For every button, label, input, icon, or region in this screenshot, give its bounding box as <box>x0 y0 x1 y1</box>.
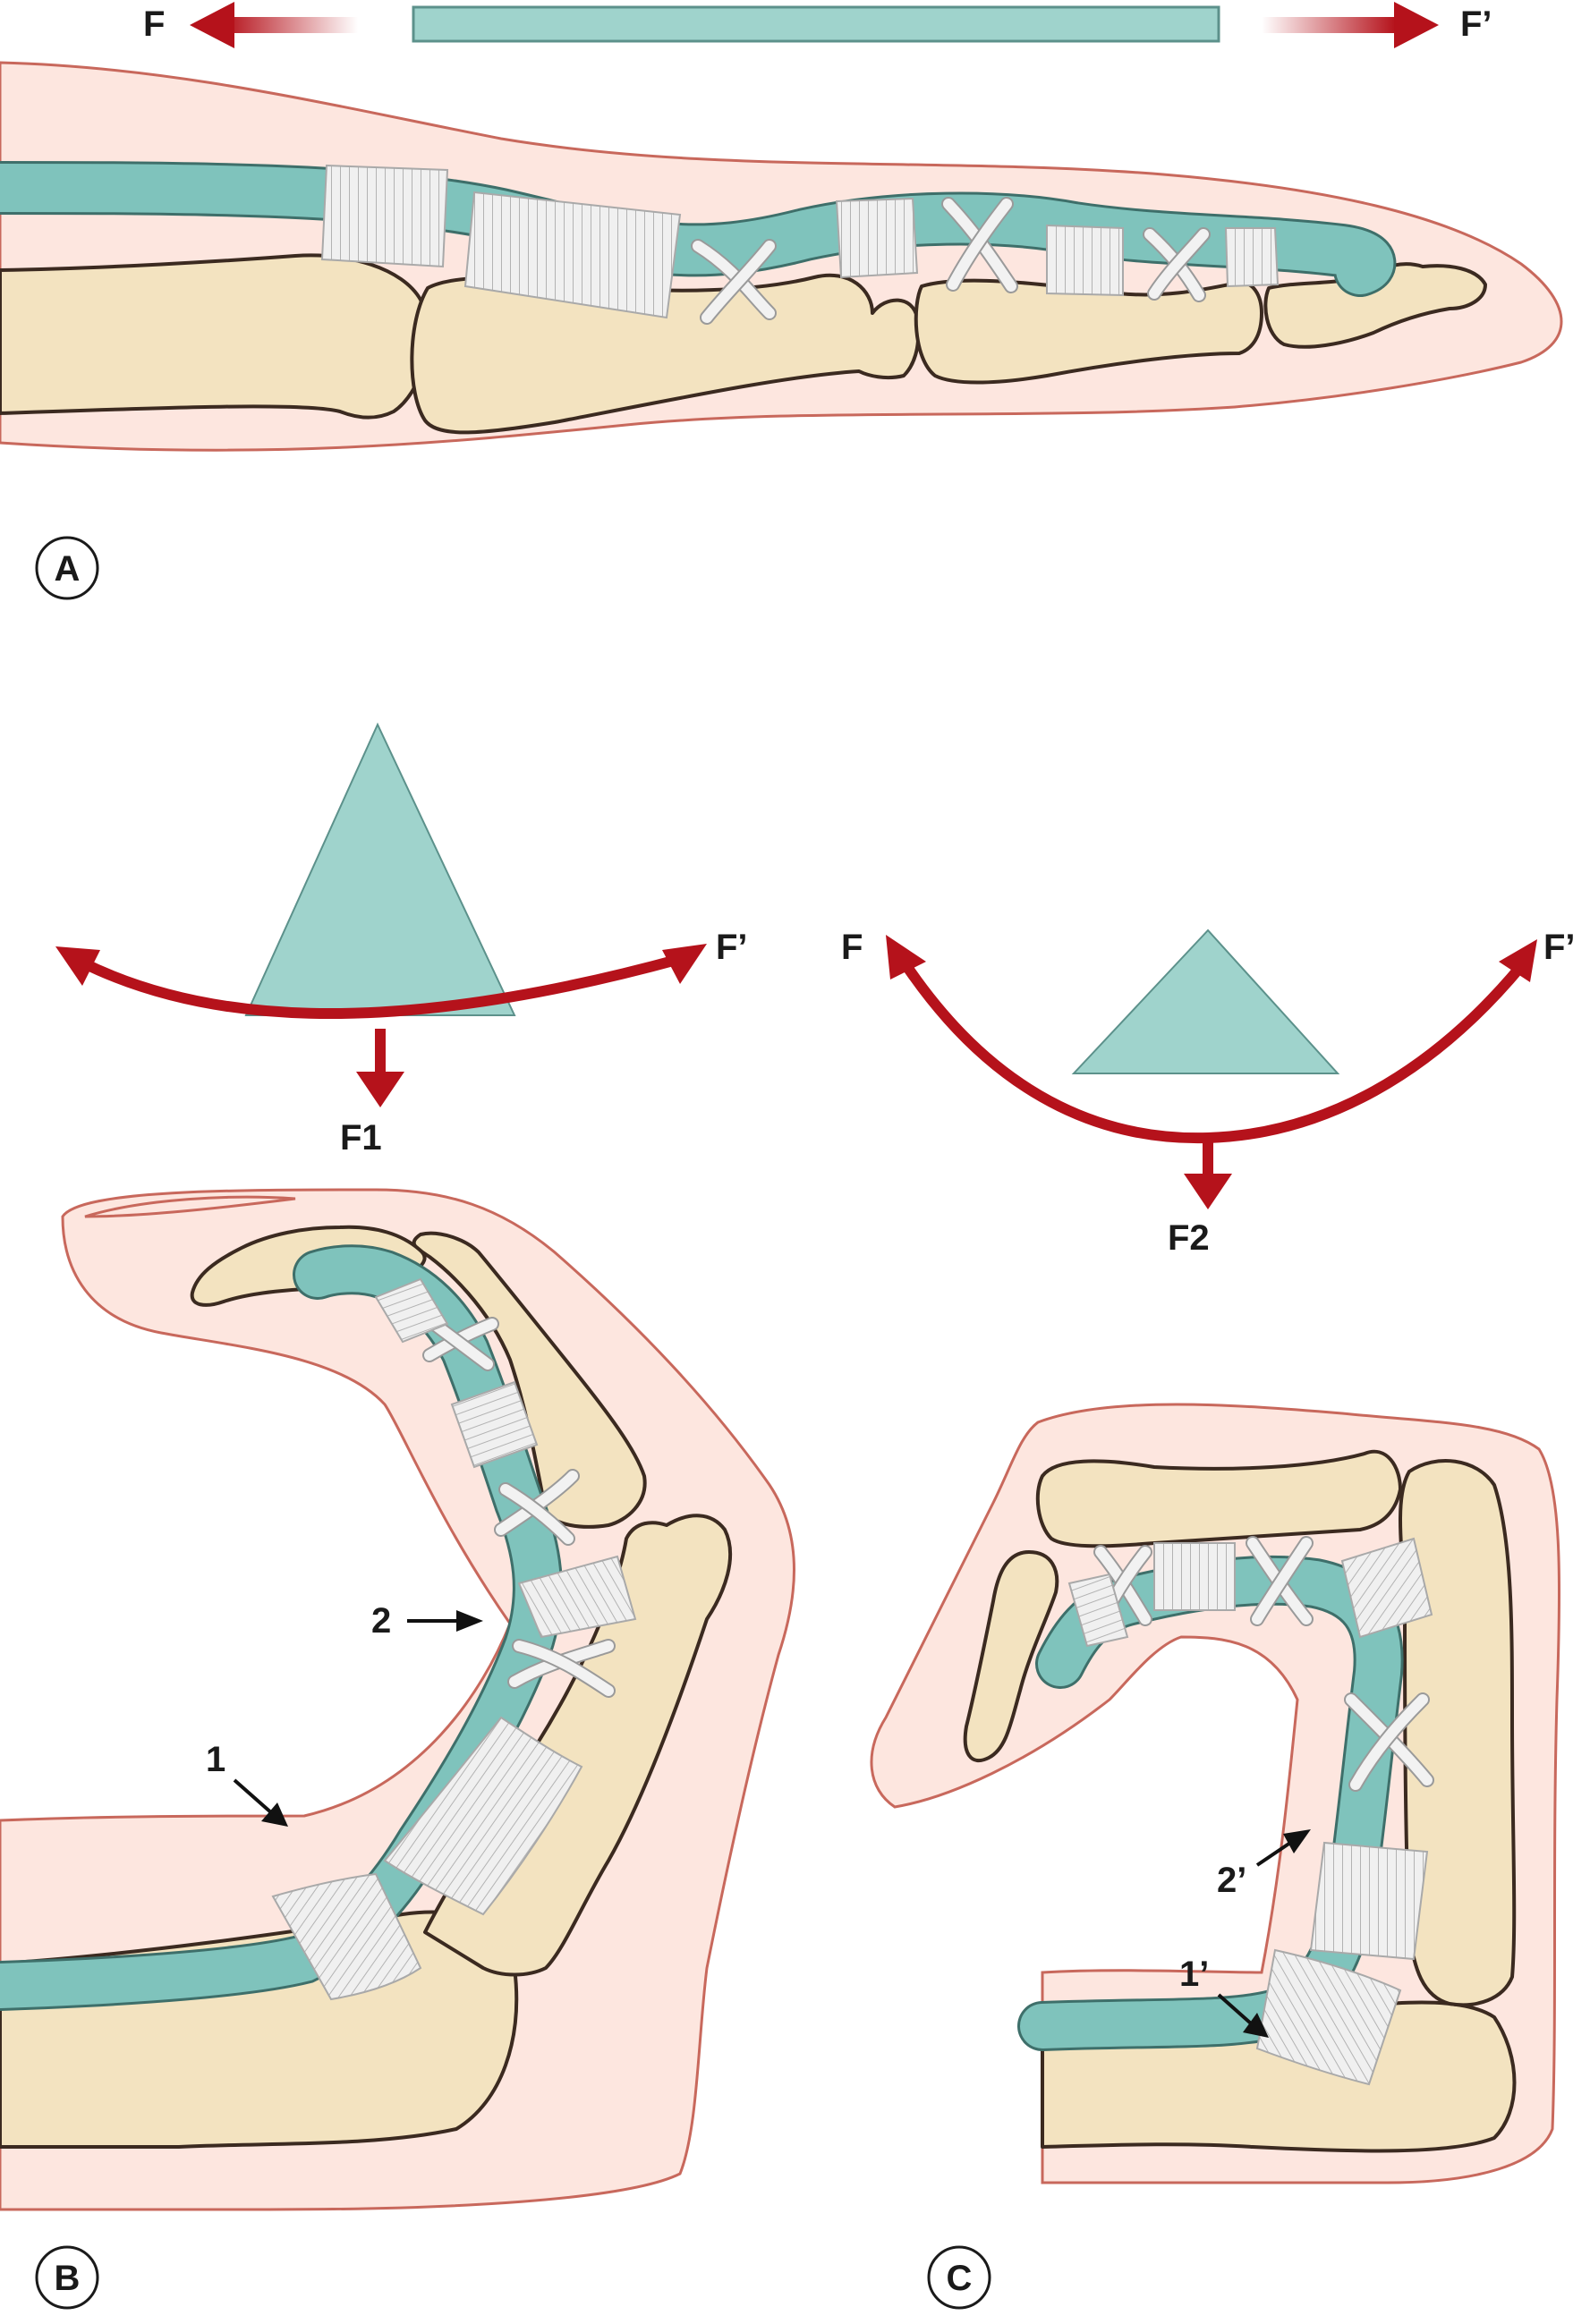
panel-c-force-right-label: F’ <box>1543 928 1576 967</box>
panel-c-arrow-2-head <box>1283 1829 1311 1853</box>
panel-a-force-left-label: F <box>143 4 165 44</box>
panel-b-resultant-label: F1 <box>340 1118 382 1158</box>
panel-c-letter: C <box>947 2259 973 2298</box>
panel-b-label-2: 2 <box>371 1601 391 1641</box>
panel-b-force-right-head <box>662 944 707 984</box>
pulley-b-a2 <box>383 1716 583 1916</box>
panel-c-resultant-head <box>1184 1174 1232 1209</box>
panel-c-resultant-label: F2 <box>1168 1218 1210 1258</box>
panel-a-force-right-label: F’ <box>1460 4 1492 44</box>
panel-c-force-right-head <box>1499 939 1537 982</box>
panel-c-force-curve <box>898 956 1526 1144</box>
pulley-c-a5 <box>1067 1573 1129 1648</box>
pulley-c-a2 <box>1309 1841 1429 1961</box>
pulley-a2 <box>463 191 682 319</box>
panel-b-label-1: 1 <box>206 1740 225 1779</box>
panel-b: F’ F1 <box>0 722 795 2310</box>
pulley-c-a1 <box>1255 1948 1402 2086</box>
panel-c: F F’ F2 <box>841 928 1576 2310</box>
panel-b-force-right-label: F’ <box>716 928 748 967</box>
pulley-c-c2 <box>1246 1536 1314 1626</box>
pulley-a3 <box>835 197 919 279</box>
panel-c-force-left-label: F <box>841 928 863 967</box>
panel-c-arrow-1 <box>1217 1993 1253 2025</box>
pulley-c-a4 <box>1153 1542 1236 1611</box>
pulley-b-a4 <box>450 1380 539 1469</box>
pulley-c1 <box>691 239 777 325</box>
panel-b-arrow-2-head <box>456 1610 483 1632</box>
pulley-b-a5 <box>374 1277 449 1344</box>
panel-a: F F’ <box>0 2 1563 600</box>
panel-c-arrow-2 <box>1255 1839 1295 1867</box>
pulley-a5 <box>1224 227 1280 288</box>
panel-a-letter: A <box>55 549 81 589</box>
panel-c-force-left-head <box>886 935 926 980</box>
pulley-b-c2 <box>494 1469 580 1546</box>
middle-phalanx-b <box>412 1231 647 1529</box>
panel-a-letter-badge: A <box>35 536 99 600</box>
pulley-c-c1 <box>1344 1692 1434 1792</box>
fingertip-nail-b <box>84 1195 296 1218</box>
pulley-c2 <box>941 197 1018 293</box>
panel-b-arrow-1-head <box>261 1802 288 1827</box>
metacarpal-a <box>0 253 429 420</box>
panel-a-force-left-arrow <box>190 2 358 48</box>
panel-c-label-2: 2’ <box>1217 1861 1246 1900</box>
panel-c-arrow-1-head <box>1243 2013 1269 2038</box>
pulley-a1 <box>320 164 449 268</box>
pulley-c-a3 <box>1340 1537 1433 1639</box>
pulley-a4 <box>1046 224 1124 297</box>
pulley-b-a3 <box>517 1555 637 1639</box>
panel-b-letter: B <box>55 2259 81 2298</box>
panel-c-label-1: 1’ <box>1179 1955 1209 1994</box>
pulley-c3 <box>1143 227 1211 302</box>
panel-b-resultant-head <box>356 1072 404 1107</box>
pulley-b-c1 <box>507 1639 616 1698</box>
panel-b-force-left-head <box>55 946 100 986</box>
middle-phalanx-c <box>1035 1449 1402 1548</box>
straight-tendon-bar <box>412 5 1220 43</box>
panel-b-fulcrum-triangle <box>244 722 516 1016</box>
distal-phalanx-c <box>963 1550 1059 1763</box>
panel-b-letter-badge: B <box>35 2245 99 2310</box>
panel-c-fulcrum-triangle <box>1071 929 1340 1074</box>
panel-a-force-right-arrow <box>1262 2 1439 48</box>
proximal-phalanx-c <box>1399 1459 1517 2007</box>
pulley-b-a1 <box>271 1872 422 2001</box>
panel-b-force-curve <box>75 954 685 1019</box>
panel-c-letter-badge: C <box>927 2245 991 2310</box>
panel-b-arrow-1 <box>233 1778 275 1816</box>
